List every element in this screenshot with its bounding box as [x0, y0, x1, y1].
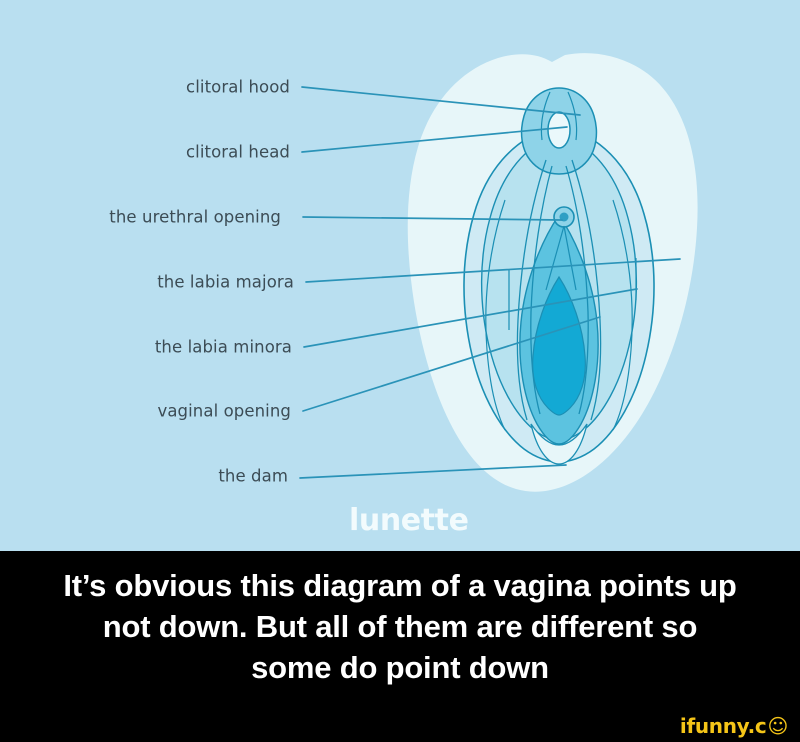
diagram-image-panel: clitoral hood clitoral head the urethral… [0, 0, 800, 551]
leader-clitoral-head [301, 126, 568, 153]
vulva-anatomy-illustration [299, 53, 698, 492]
label-clitoral-head: clitoral head [185, 142, 290, 162]
clitoral-hood-crease-right [567, 91, 578, 141]
leader-labia-minora [303, 288, 638, 348]
contour-line-2 [530, 165, 553, 415]
caption-line-1: It’s obvious this diagram of a vagina po… [63, 568, 737, 603]
caption-line-3: some do point down [251, 650, 549, 685]
smiley-icon: ☺ [767, 714, 788, 738]
leader-labia-majora [305, 258, 681, 283]
clitoral-head-shape [547, 111, 571, 149]
vaginal-opening-shape [532, 275, 586, 416]
perineum-dam-shape [530, 423, 588, 465]
label-urethral-opening: the urethral opening [109, 207, 281, 227]
label-clitoral-hood: clitoral hood [186, 77, 290, 97]
label-labia-minora: the labia minora [154, 337, 292, 357]
lunette-brand-logo: lunette [349, 503, 469, 538]
leader-urethral-opening [302, 216, 563, 221]
leader-line-group [299, 86, 681, 479]
ifunny-watermark: ifunny.c ☺ [680, 716, 788, 736]
urethra-stem-right [563, 225, 577, 291]
urethra-stem-left [545, 225, 565, 291]
label-labia-majora: the labia majora [157, 272, 294, 292]
outer-contour-left [485, 199, 506, 431]
label-vaginal-opening: vaginal opening [157, 401, 291, 421]
leader-clitoral-hood [301, 86, 581, 116]
clitoral-hood-crease-left [540, 91, 551, 141]
contour-line-3 [565, 165, 589, 415]
watermark-text: ifunny.c [679, 714, 767, 738]
contour-line-1 [516, 159, 547, 421]
outer-contour-right [612, 199, 633, 431]
label-the-dam: the dam [218, 466, 288, 486]
leader-vaginal-opening [302, 316, 601, 412]
caption-line-2: not down. But all of them are different … [102, 609, 698, 644]
meme-caption-band: It’s obvious this diagram of a vagina po… [0, 551, 800, 742]
contour-line-4 [571, 159, 602, 421]
leader-the-dam [299, 464, 567, 479]
meme-caption-text: It’s obvious this diagram of a vagina po… [0, 565, 800, 688]
